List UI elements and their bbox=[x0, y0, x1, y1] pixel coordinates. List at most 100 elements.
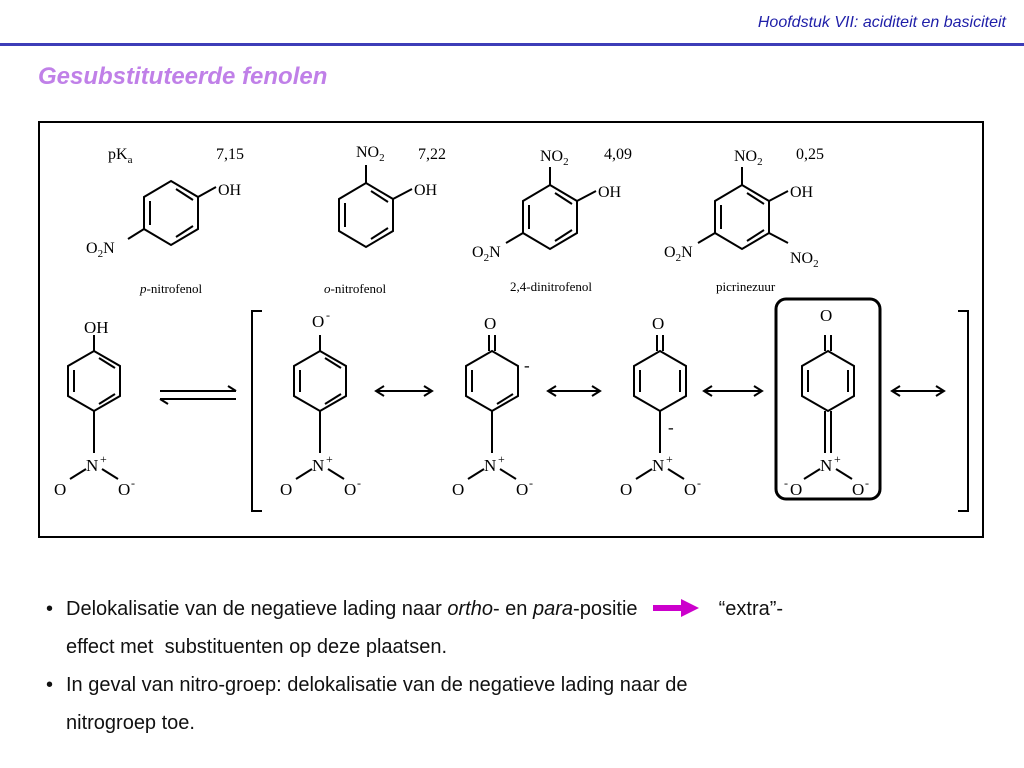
phenoxide-charge: - bbox=[326, 308, 330, 322]
name-3: 2,4-dinitrofenol bbox=[510, 279, 592, 294]
n1-o-left: O bbox=[54, 480, 66, 499]
no2-label-2: NO bbox=[540, 148, 563, 165]
o2n-sub: 2 bbox=[98, 248, 104, 260]
res2-o: O bbox=[484, 314, 496, 333]
n1-o-right: O bbox=[118, 480, 130, 499]
n3-o-charge: - bbox=[529, 476, 533, 490]
no2-sub-3: 2 bbox=[757, 156, 763, 168]
svg-text:pKa: pKa bbox=[108, 146, 133, 166]
n3-o-left: O bbox=[452, 480, 464, 499]
svg-text:NO2: NO2 bbox=[734, 148, 763, 168]
pka-label: pK bbox=[108, 146, 128, 163]
name-2: -nitrofenol bbox=[331, 281, 387, 296]
svg-text:NO2: NO2 bbox=[790, 250, 819, 270]
bullet-dot: • bbox=[46, 674, 54, 696]
n1: N bbox=[86, 456, 98, 475]
n4-o-charge: - bbox=[697, 476, 701, 490]
ring-o-nitrofenol bbox=[338, 181, 394, 249]
n2: N bbox=[312, 456, 324, 475]
slide-title: Gesubstituteerde fenolen bbox=[38, 63, 328, 90]
bullet-1-mid: - en bbox=[492, 598, 533, 620]
no2-sub-4: 2 bbox=[813, 258, 819, 270]
name-prefix-2: o bbox=[324, 281, 331, 296]
bullet-2-line2: nitrogroep toe. bbox=[66, 712, 195, 734]
name-1: -nitrofenol bbox=[147, 281, 203, 296]
svg-text:O2N: O2N bbox=[86, 240, 115, 260]
bullet-1-post: -positie bbox=[573, 598, 638, 620]
ring-p-nitrofenol bbox=[143, 179, 199, 247]
oh-label-4: OH bbox=[790, 184, 814, 201]
svg-text:NO2: NO2 bbox=[540, 148, 569, 168]
ring-picrinezuur bbox=[714, 183, 770, 251]
chemistry-figure: pKa 7,15 7,22 4,09 0,25 OH O2N NO2 OH NO… bbox=[38, 121, 984, 538]
oh-label-phenol: OH bbox=[84, 318, 109, 337]
no2-label: NO bbox=[356, 144, 379, 161]
svg-text:O2N: O2N bbox=[472, 244, 501, 264]
name-prefix-1: p bbox=[139, 281, 147, 296]
res3-charge: - bbox=[668, 418, 674, 437]
o2n-n-2: N bbox=[489, 244, 501, 261]
n4-o-left: O bbox=[620, 480, 632, 499]
n2-o-left: O bbox=[280, 480, 292, 499]
no2-label-4: NO bbox=[790, 250, 813, 267]
phenoxide-o: O bbox=[312, 312, 324, 331]
highlight-box bbox=[774, 297, 882, 501]
bullet-item-2: • In geval van nitro-groep: delokalisati… bbox=[46, 666, 986, 742]
ring-dinitrofenol bbox=[522, 183, 578, 251]
chapter-title: Hoofdstuk VII: aciditeit en basiciteit bbox=[757, 14, 1006, 31]
o2n-sub-3: 2 bbox=[676, 252, 682, 264]
bullet-1-line2: effect met substituenten op deze plaatse… bbox=[66, 636, 447, 658]
bullet-1-para: para bbox=[533, 598, 574, 620]
n3-o-right: O bbox=[516, 480, 528, 499]
res4-o: O bbox=[820, 306, 832, 325]
o2n-o-3: O bbox=[664, 244, 676, 261]
n1-o-charge: - bbox=[131, 476, 135, 490]
right-arrow-icon bbox=[653, 598, 700, 617]
no2-sub-2: 2 bbox=[563, 156, 569, 168]
pka-value-2: 7,22 bbox=[418, 146, 446, 163]
pka-value-3: 4,09 bbox=[604, 146, 632, 163]
n5-plus: + bbox=[834, 452, 841, 466]
structures-diagram: pKa 7,15 7,22 4,09 0,25 OH O2N NO2 OH NO… bbox=[54, 144, 969, 512]
n2-plus: + bbox=[326, 452, 333, 466]
svg-text:o-nitrofenol: o-nitrofenol bbox=[324, 281, 386, 296]
bullet-1-ortho: ortho bbox=[447, 598, 493, 620]
n5-o-right: O bbox=[852, 480, 864, 499]
o2n-n-3: N bbox=[681, 244, 693, 261]
bullet-1-after: “extra”- bbox=[718, 598, 784, 620]
oh-label-3: OH bbox=[598, 184, 622, 201]
n2-o-right: O bbox=[344, 480, 356, 499]
oh-label-2: OH bbox=[414, 182, 438, 199]
n5-o-charge: - bbox=[865, 476, 869, 490]
bullet-dot: • bbox=[46, 598, 54, 620]
n1-plus: + bbox=[100, 452, 107, 466]
name-4: picrinezuur bbox=[716, 279, 776, 294]
oh-label: OH bbox=[218, 182, 242, 199]
n5-o-left: O bbox=[790, 480, 802, 499]
no2-label-3: NO bbox=[734, 148, 757, 165]
bullet-item-1: • Delokalisatie van de negatieve lading … bbox=[46, 590, 986, 666]
pka-value-4: 0,25 bbox=[796, 146, 824, 163]
no2-sub: 2 bbox=[379, 152, 385, 164]
pka-value-1: 7,15 bbox=[216, 146, 244, 163]
n3: N bbox=[484, 456, 496, 475]
n2-o-charge: - bbox=[357, 476, 361, 490]
res2-charge: - bbox=[524, 356, 530, 375]
header-divider bbox=[0, 43, 1024, 46]
n5-o-left-charge: - bbox=[784, 476, 788, 490]
ring-phenol bbox=[67, 349, 121, 413]
svg-text:p-nitrofenol: p-nitrofenol bbox=[139, 281, 202, 296]
res3-o: O bbox=[652, 314, 664, 333]
n4-plus: + bbox=[666, 452, 673, 466]
bullet-1-text: Delokalisatie van de negatieve lading na… bbox=[66, 598, 448, 620]
n4-o-right: O bbox=[684, 480, 696, 499]
o2n-n: N bbox=[103, 240, 115, 257]
n5: N bbox=[820, 456, 832, 475]
bullet-2-line1: In geval van nitro-groep: delokalisatie … bbox=[66, 674, 688, 696]
bullet-list: • Delokalisatie van de negatieve lading … bbox=[46, 590, 986, 742]
n4: N bbox=[652, 456, 664, 475]
n3-plus: + bbox=[498, 452, 505, 466]
pka-subscript: a bbox=[128, 154, 133, 166]
o2n-o: O bbox=[86, 240, 98, 257]
o2n-sub-2: 2 bbox=[484, 252, 490, 264]
